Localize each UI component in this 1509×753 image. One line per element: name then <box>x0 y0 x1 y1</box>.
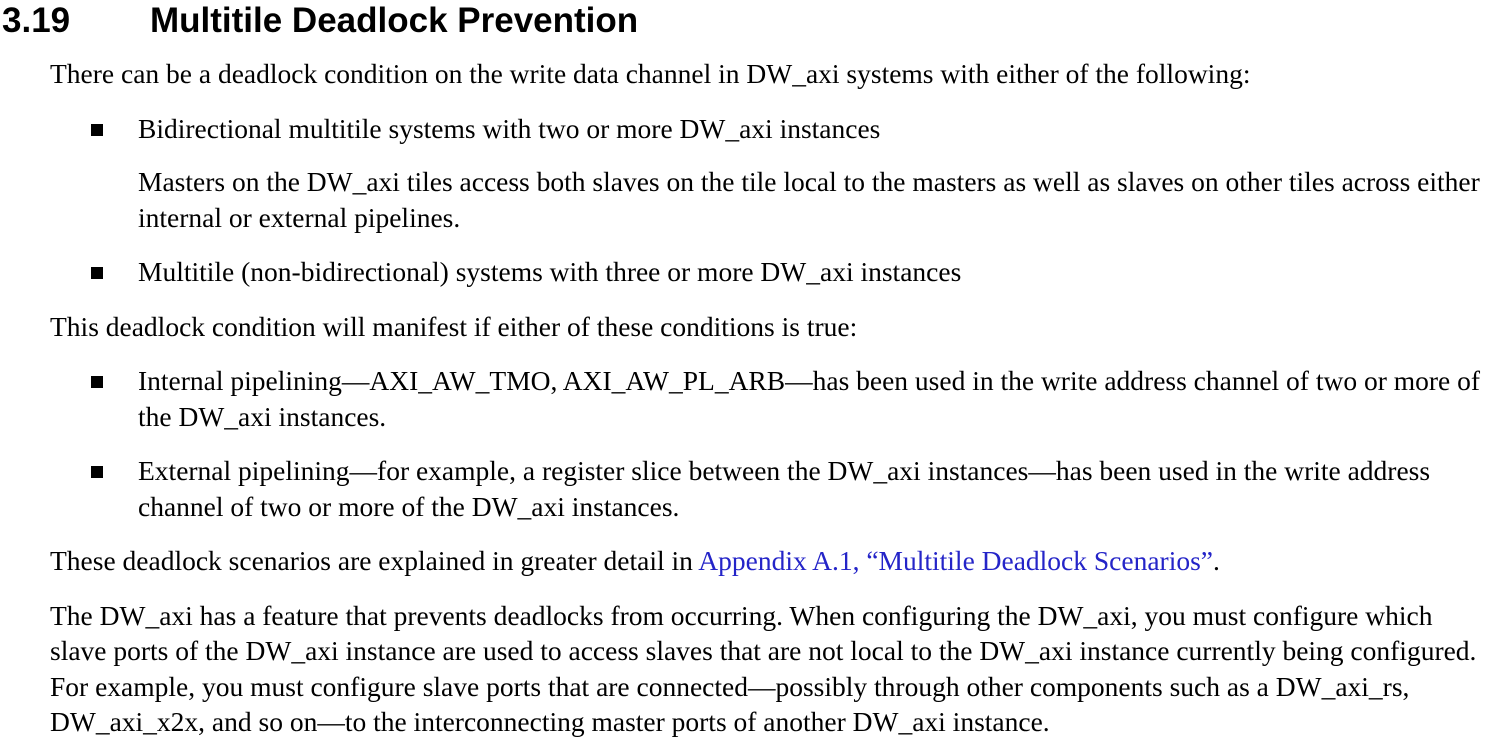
square-bullet-icon <box>91 123 103 136</box>
list-item: External pipelining—for example, a regis… <box>50 453 1490 524</box>
list-item-text: External pipelining—for example, a regis… <box>138 455 1431 522</box>
list-item-subtext: Masters on the DW_axi tiles access both … <box>138 166 1480 233</box>
list-item-text: Internal pipelining—AXI_AW_TMO, AXI_AW_P… <box>138 365 1481 432</box>
list-item: Bidirectional multitile systems with two… <box>50 111 1490 236</box>
scenarios-prefix: These deadlock scenarios are explained i… <box>50 545 699 576</box>
scenarios-suffix: . <box>1213 545 1220 576</box>
section-title: Multitile Deadlock Prevention <box>150 1 639 40</box>
square-bullet-icon <box>91 376 103 388</box>
section-number: 3.19 <box>2 1 71 40</box>
scenarios-paragraph: These deadlock scenarios are explained i… <box>50 543 1490 579</box>
appendix-link[interactable]: Appendix A.1, “Multitile Deadlock Scenar… <box>698 545 1214 576</box>
feature-paragraph: The DW_axi has a feature that prevents d… <box>50 599 1477 738</box>
list-item-text: Multitile (non-bidirectional) systems wi… <box>138 256 962 287</box>
square-bullet-icon <box>91 466 103 478</box>
list-item: Internal pipelining—AXI_AW_TMO, AXI_AW_P… <box>50 363 1490 434</box>
square-bullet-icon <box>91 267 103 279</box>
section-body: There can be a deadlock condition on the… <box>50 56 1490 753</box>
intro-paragraph: There can be a deadlock condition on the… <box>50 58 1251 89</box>
list-item: Multitile (non-bidirectional) systems wi… <box>50 254 1490 290</box>
condition-bullet-list: Internal pipelining—AXI_AW_TMO, AXI_AW_P… <box>50 363 1490 524</box>
list-item-text: Bidirectional multitile systems with two… <box>138 112 881 144</box>
system-bullet-list: Bidirectional multitile systems with two… <box>50 111 1490 290</box>
conditions-paragraph: This deadlock condition will manifest if… <box>50 310 858 342</box>
